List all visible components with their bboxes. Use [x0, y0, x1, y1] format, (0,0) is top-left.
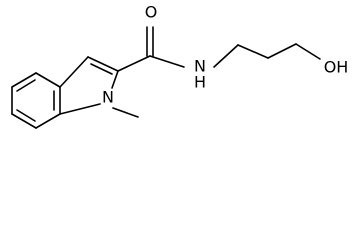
bond-c2-carbonyl-c — [117, 55, 151, 72]
bond-c3-c2 — [87, 56, 119, 72]
bond-c2-n1 — [111, 70, 119, 89]
atom-h-amide: H — [194, 73, 206, 92]
bond-c4-c5 — [11, 72, 37, 88]
bond-c6-c7-inner — [16, 109, 36, 122]
bond-n1-methyl — [112, 107, 139, 118]
bond-c4-c5-inner — [16, 79, 36, 92]
bond-c-n-amide — [149, 55, 185, 68]
bond-ch2b-ch2c — [267, 43, 297, 59]
bond-n1-c7a — [59, 103, 101, 115]
bond-c3a-c4 — [35, 72, 61, 88]
atom-o-carbonyl: O — [145, 3, 158, 22]
bond-ch2c-oh — [295, 43, 321, 60]
atom-labels: O N H OH N — [102, 3, 348, 107]
atom-n-ring: N — [102, 88, 114, 107]
n-methyl — [112, 107, 139, 118]
atom-n-amide: N — [194, 57, 206, 76]
pyrrole-ring — [59, 56, 119, 115]
bond-c3a-c3 — [59, 56, 89, 88]
benzene-ring — [11, 72, 61, 129]
hydroxypropyl-chain — [213, 43, 321, 68]
bond-c3-c2-inner — [90, 63, 113, 75]
bond-ch2a-ch2b — [237, 44, 269, 59]
chemical-structure-diagram: O N H OH N — [11, 3, 348, 129]
bond-c6-c7 — [11, 113, 37, 129]
bond-c7-c7a — [35, 113, 61, 129]
bond-n-ch2a — [213, 44, 239, 68]
atom-oh: OH — [324, 58, 349, 77]
carboxamide — [117, 26, 185, 72]
